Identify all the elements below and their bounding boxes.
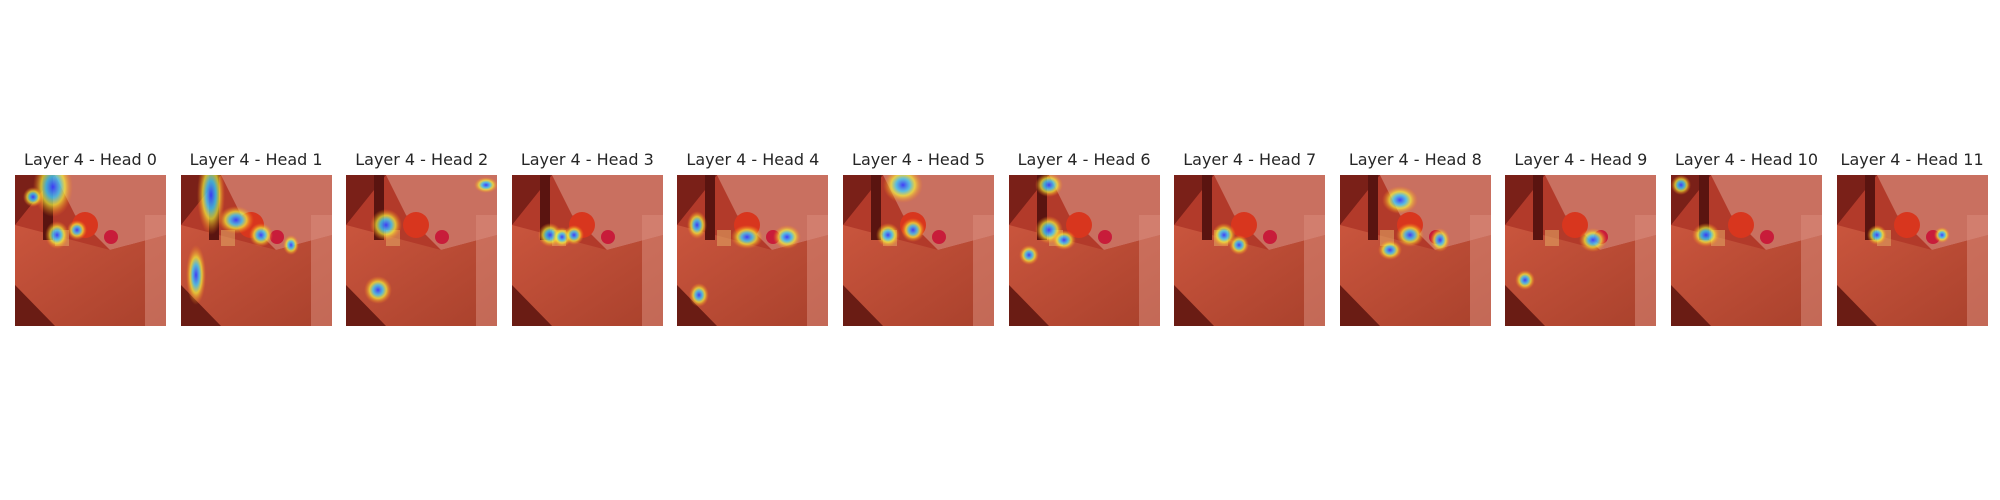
attention-overlay-image [843,175,994,326]
head-title: Layer 4 - Head 10 [1674,150,1819,169]
attention-overlay-image [677,175,829,326]
head-title: Layer 4 - Head 0 [24,150,157,169]
head-title: Layer 4 - Head 11 [1840,150,1984,169]
attention-overlay-image [1339,175,1491,326]
attention-overlay-image [511,175,663,326]
head-title: Layer 4 - Head 9 [1514,150,1648,169]
head-title: Layer 4 - Head 6 [1017,150,1151,169]
attention-overlay-image [15,175,166,326]
attention-overlay-image [1008,175,1160,326]
head-title: Layer 4 - Head 2 [355,150,489,169]
attention-overlay-image [1836,175,1988,326]
head-title: Layer 4 - Head 8 [1348,150,1482,169]
attention-overlay-image [1671,175,1822,326]
head-title: Layer 4 - Head 4 [686,150,820,169]
head-title: Layer 4 - Head 1 [189,150,323,169]
attention-overlay-image [1505,175,1657,326]
attention-overlay-image [1174,175,1326,326]
head-title: Layer 4 - Head 5 [852,150,985,169]
attention-overlay-image [346,175,498,326]
head-title: Layer 4 - Head 7 [1183,150,1317,169]
head-title: Layer 4 - Head 3 [520,150,654,169]
attention-overlay-image [180,175,332,326]
